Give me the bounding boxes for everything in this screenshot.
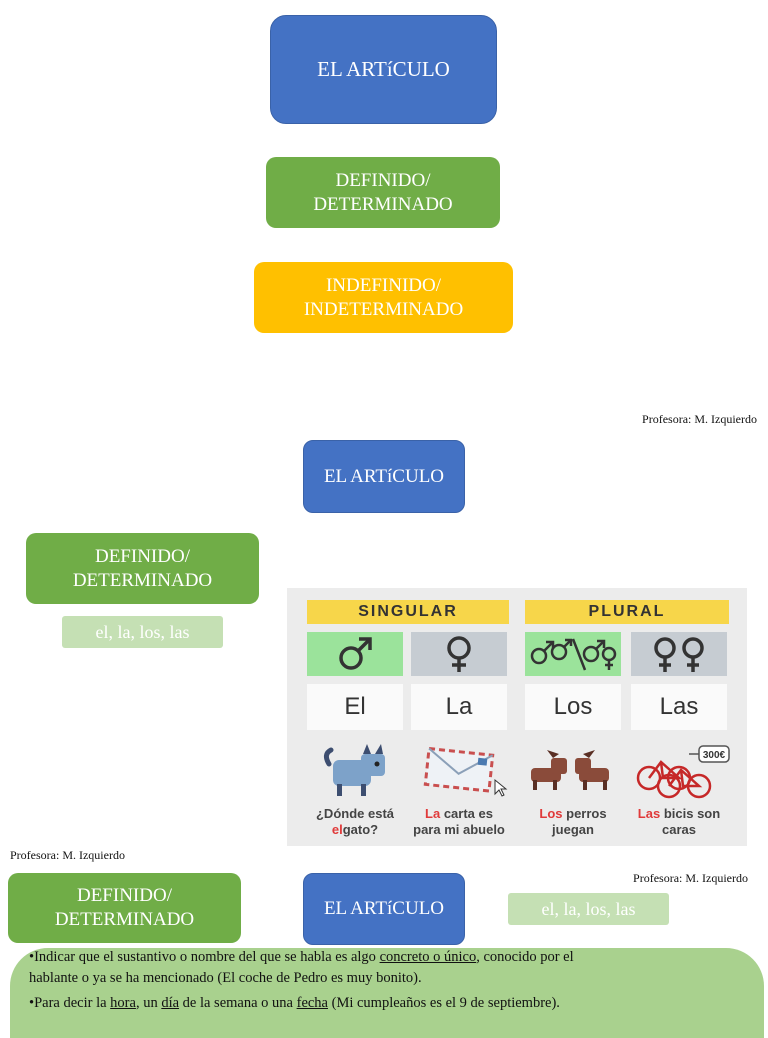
bullet1-text-a: •Indicar que el sustantivo o nombre del …: [29, 949, 380, 965]
feminine-cell: [411, 632, 507, 676]
caption-los: Los perros juegan: [517, 806, 629, 839]
bullet2-text-c: de la semana o una: [179, 995, 297, 1011]
caption-el-line2: gato?: [342, 822, 379, 838]
slide2-articles-box: el, la, los, las: [62, 616, 223, 648]
caption-las-line1: bicis son: [663, 806, 721, 821]
bullet2-text-b: , un: [135, 995, 162, 1011]
slide3-title: EL ARTíCULO: [323, 898, 445, 920]
caption-la-line1: carta es: [443, 806, 493, 821]
plural-header: PLURAL: [525, 600, 729, 624]
article-los: Los: [525, 684, 621, 730]
slide3-articles-box: el, la, los, las: [508, 893, 669, 925]
caption-el: ¿Dónde está elgato?: [299, 806, 411, 839]
caption-la-article: La: [425, 806, 441, 821]
slide1-title: EL ARTíCULO: [317, 57, 450, 82]
bullet2-hora: hora: [110, 995, 136, 1011]
singular-header: SINGULAR: [307, 600, 509, 624]
cat-icon: [323, 744, 385, 796]
slide2-title-box: EL ARTíCULO: [303, 440, 465, 513]
bullet2-text-a: •Para decir la: [29, 995, 111, 1011]
slide2-definido-line2: DETERMINADO: [72, 569, 213, 591]
slide1-definido-line2: DETERMINADO: [313, 193, 453, 215]
slide2-definido-line1: DEFINIDO/: [94, 545, 190, 567]
caption-las-line2: caras: [662, 822, 696, 838]
bullet2-text-d: (Mi cumpleaños es el 9 de septiembre).: [328, 995, 560, 1011]
dogs-icon: [531, 750, 609, 790]
bullet1-text-c: hablante o ya se ha mencionado (El coche…: [29, 970, 422, 987]
slide1-indefinido-box: INDEFINIDO/ INDETERMINADO: [254, 262, 513, 333]
slide2-title: EL ARTíCULO: [323, 465, 445, 487]
articles-infographic: SINGULAR PLURAL: [287, 588, 747, 846]
slide1-definido-line1: DEFINIDO/: [335, 169, 431, 191]
caption-las: Las bicis son caras: [623, 806, 735, 839]
definition-panel: [10, 948, 764, 1038]
price-tag: 300€: [703, 750, 726, 761]
slide3-articles: el, la, los, las: [541, 898, 636, 919]
caption-el-article: el: [331, 822, 343, 838]
bullet1-text-b: , conocido por el: [476, 949, 574, 965]
two-female-symbols-icon: [654, 637, 704, 672]
masculine-plural-cell: [525, 632, 621, 676]
slide3-definido-box: DEFINIDO/ DETERMINADO: [8, 873, 241, 943]
bullet1-underlined: concreto o único: [379, 949, 477, 965]
caption-el-line1: ¿Dónde está: [315, 806, 394, 821]
slide3-title-box: EL ARTíCULO: [303, 873, 465, 945]
caption-las-article: Las: [637, 806, 661, 821]
slide1-indefinido-line1: INDEFINIDO/: [325, 274, 442, 296]
article-el: El: [307, 684, 403, 730]
envelope-icon: [423, 746, 508, 797]
male-symbol-icon: [339, 637, 372, 670]
article-la: La: [411, 684, 507, 730]
caption-los-article: Los: [539, 806, 563, 821]
bullet2-dia: día: [161, 995, 180, 1011]
bullet-definite-concrete: •Indicar que el sustantivo o nombre del …: [29, 947, 729, 989]
slide3-definido-line1: DEFINIDO/: [76, 885, 172, 907]
slide3-definido-line2: DETERMINADO: [54, 909, 195, 930]
slide2-articles: el, la, los, las: [95, 621, 190, 642]
slide1-definido-box: DEFINIDO/ DETERMINADO: [266, 157, 500, 228]
slide2-credit: Profesora: M. Izquierdo: [10, 848, 125, 862]
bicycles-icon: 300€: [636, 745, 730, 799]
masculine-cell: [307, 632, 403, 676]
slide1-indefinido-line2: INDETERMINADO: [303, 298, 464, 320]
male-female-symbols-icon: [530, 638, 617, 671]
slide1-credit: Profesora: M. Izquierdo: [642, 412, 757, 426]
caption-los-line2: juegan: [552, 822, 594, 838]
caption-la: La carta es para mi abuelo: [403, 806, 515, 839]
slide3-credit: Profesora: M. Izquierdo: [633, 871, 748, 885]
caption-los-line1: perros: [566, 806, 607, 821]
caption-la-line2: para mi abuelo: [413, 822, 505, 838]
bullet-time-date: •Para decir la hora, un día de la semana…: [29, 993, 729, 1014]
slide1-title-box: EL ARTíCULO: [270, 15, 497, 124]
bullet2-fecha: fecha: [296, 995, 328, 1011]
slide2-definido-box: DEFINIDO/ DETERMINADO: [26, 533, 259, 604]
feminine-plural-cell: [631, 632, 727, 676]
female-symbol-icon: [447, 636, 471, 672]
article-las: Las: [631, 684, 727, 730]
